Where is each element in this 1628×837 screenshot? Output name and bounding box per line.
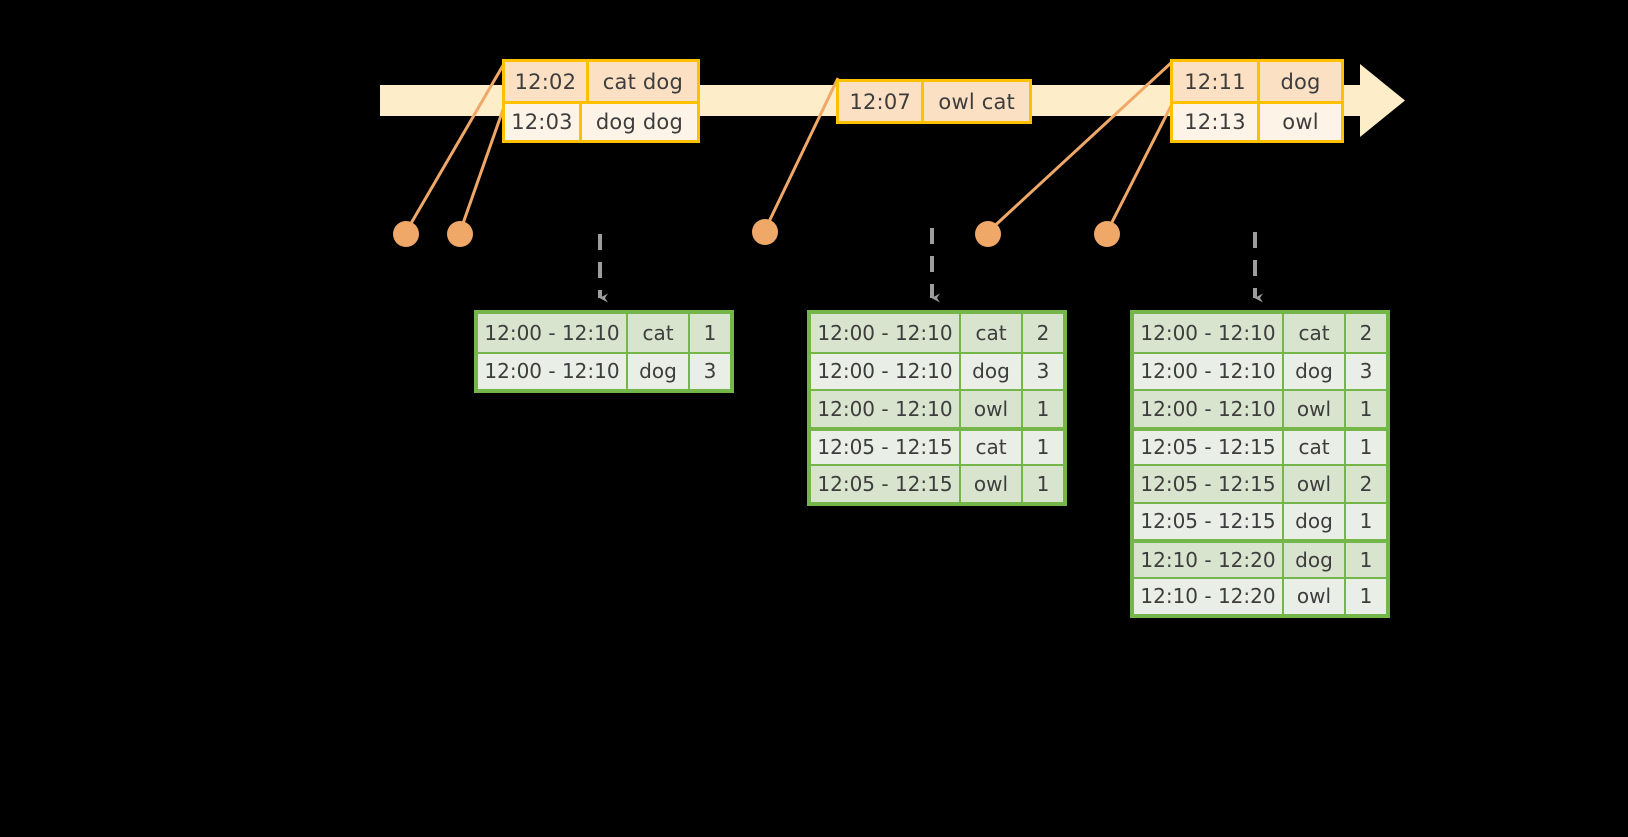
event-words: owl cat: [921, 82, 1029, 121]
word-cell: owl: [1282, 578, 1344, 614]
count-cell: 1: [1344, 503, 1386, 539]
event-group-2[interactable]: 12:07 owl cat: [836, 79, 1032, 124]
count-cell: 2: [1021, 314, 1063, 352]
connector-dots: [393, 219, 1120, 247]
window-cell: 12:05 - 12:15: [1134, 503, 1282, 539]
connector-dot-4: [975, 221, 1001, 247]
event-row[interactable]: 12:03 dog dog: [505, 101, 697, 140]
connector-line-2: [458, 103, 507, 233]
count-cell: 3: [1344, 353, 1386, 389]
event-row[interactable]: 12:02 cat dog: [505, 62, 697, 101]
window-cell: 12:05 - 12:15: [811, 430, 959, 464]
window-cell: 12:00 - 12:10: [811, 391, 959, 427]
word-cell: owl: [959, 466, 1021, 502]
window-cell: 12:00 - 12:10: [478, 353, 626, 389]
word-cell: dog: [626, 353, 688, 389]
event-time: 12:07: [839, 82, 922, 121]
window-cell: 12:00 - 12:10: [1134, 391, 1282, 427]
word-cell: owl: [1282, 391, 1344, 427]
window-cell: 12:05 - 12:15: [1134, 430, 1282, 464]
count-cell: 2: [1344, 466, 1386, 502]
word-cell: cat: [959, 314, 1021, 352]
event-row[interactable]: 12:13 owl: [1173, 101, 1341, 140]
word-cell: cat: [626, 314, 688, 352]
word-cell: cat: [1282, 314, 1344, 352]
event-time: 12:11: [1173, 62, 1257, 101]
count-cell: 3: [688, 353, 730, 389]
count-cell: 1: [1021, 391, 1063, 427]
connector-line-5: [1105, 103, 1174, 233]
count-cell: 1: [1344, 543, 1386, 577]
count-cell: 2: [1344, 314, 1386, 352]
connector-dot-1: [393, 221, 419, 247]
count-cell: 1: [1344, 430, 1386, 464]
event-group-3[interactable]: 12:11 dog 12:13 owl: [1170, 59, 1344, 143]
word-cell: owl: [959, 391, 1021, 427]
event-words: dog dog: [578, 104, 697, 140]
window-cell: 12:00 - 12:10: [811, 353, 959, 389]
event-words: cat dog: [585, 62, 697, 101]
word-cell: owl: [1282, 466, 1344, 502]
word-cell: dog: [1282, 543, 1344, 577]
count-cell: 1: [1344, 391, 1386, 427]
word-cell: dog: [959, 353, 1021, 389]
word-cell: dog: [1282, 353, 1344, 389]
event-words: dog: [1257, 62, 1341, 101]
count-cell: 1: [688, 314, 730, 352]
connector-dot-2: [447, 221, 473, 247]
window-cell: 12:00 - 12:10: [478, 314, 626, 352]
window-cell: 12:10 - 12:20: [1134, 578, 1282, 614]
connector-line-3: [763, 77, 840, 231]
diagram-canvas: 12:02 cat dog 12:03 dog dog 12:07 owl ca…: [380, 59, 1405, 618]
word-cell: dog: [1282, 503, 1344, 539]
count-cell: 3: [1021, 353, 1063, 389]
window-cell: 12:00 - 12:10: [811, 314, 959, 352]
connector-line-1: [404, 61, 507, 233]
word-cell: cat: [959, 430, 1021, 464]
event-row[interactable]: 12:07 owl cat: [839, 82, 1029, 121]
window-cell: 12:00 - 12:10: [1134, 353, 1282, 389]
window-cell: 12:00 - 12:10: [1134, 314, 1282, 352]
window-cell: 12:05 - 12:15: [811, 466, 959, 502]
count-cell: 1: [1021, 430, 1063, 464]
connector-dot-5: [1094, 221, 1120, 247]
window-cell: 12:05 - 12:15: [1134, 466, 1282, 502]
connector-dot-3: [752, 219, 778, 245]
event-row[interactable]: 12:11 dog: [1173, 62, 1341, 101]
event-words: owl: [1257, 104, 1341, 140]
event-time: 12:13: [1173, 104, 1257, 140]
event-time: 12:03: [505, 104, 579, 140]
count-cell: 1: [1344, 578, 1386, 614]
emit-arrows: [598, 228, 1263, 303]
count-cell: 1: [1021, 466, 1063, 502]
event-time: 12:02: [505, 62, 586, 101]
word-cell: cat: [1282, 430, 1344, 464]
event-group-1[interactable]: 12:02 cat dog 12:03 dog dog: [502, 59, 700, 143]
window-cell: 12:10 - 12:20: [1134, 543, 1282, 577]
